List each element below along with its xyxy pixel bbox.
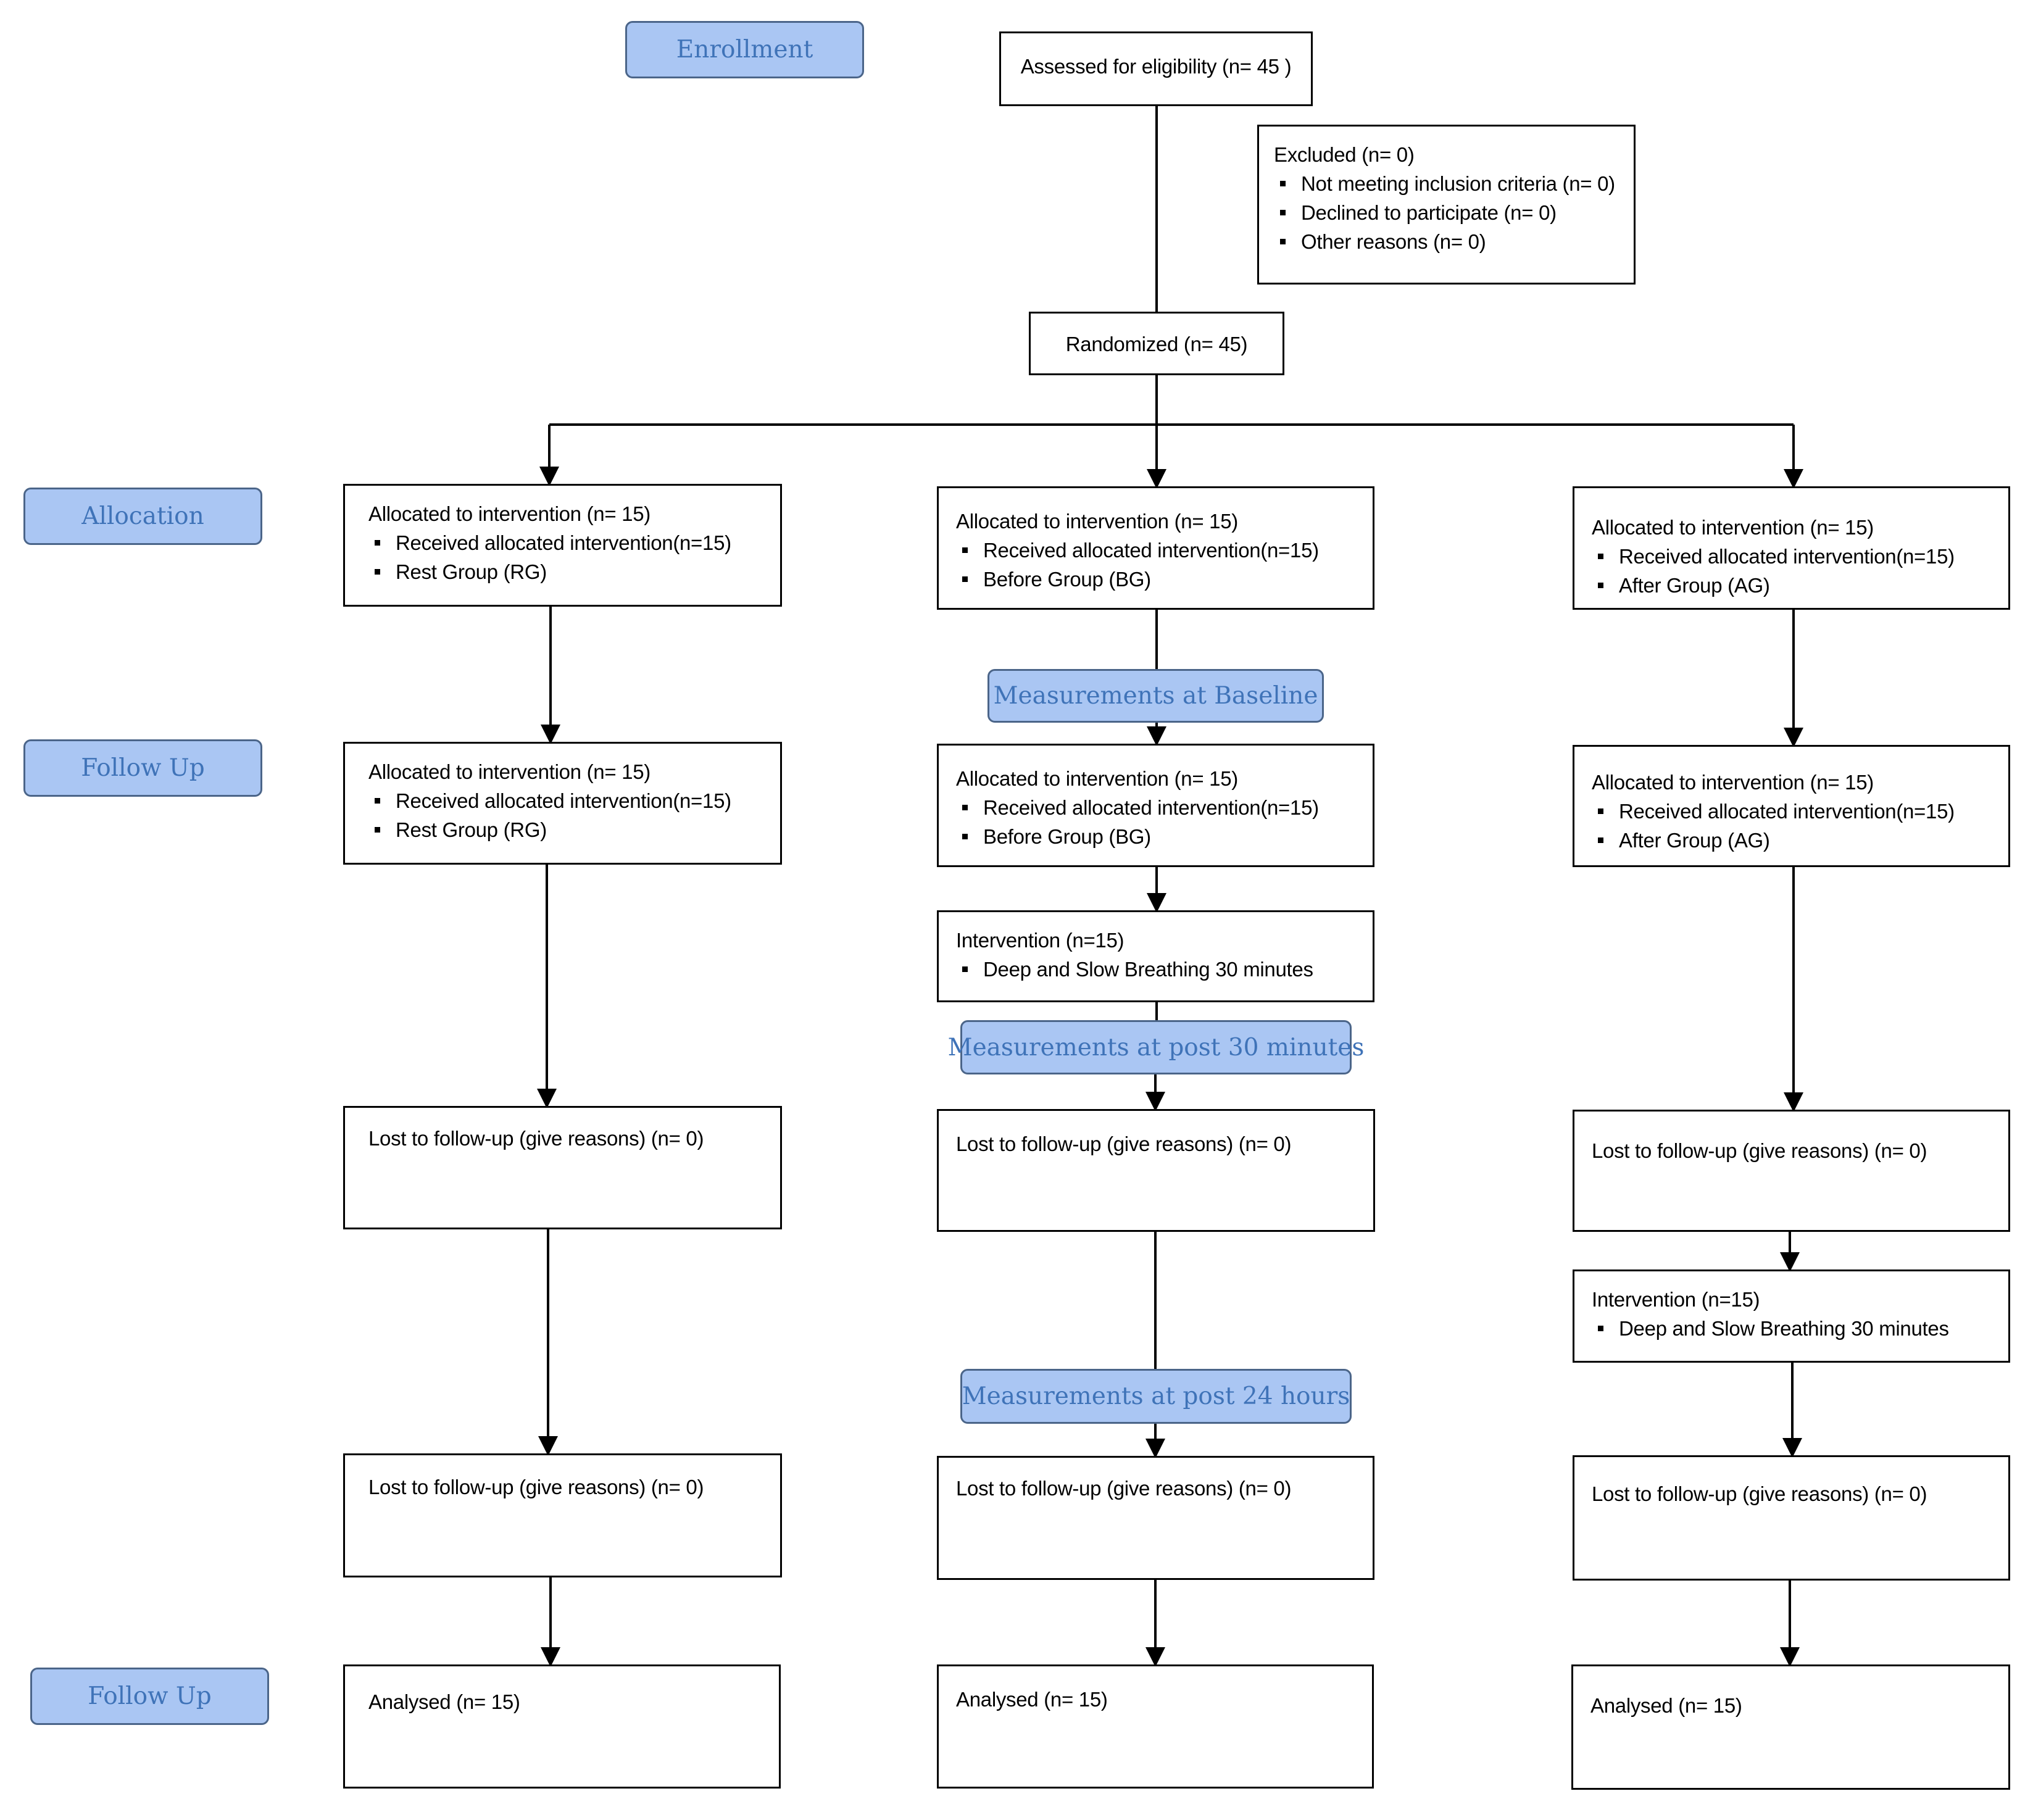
before-allocation-item: Received allocated intervention(n=15) <box>956 536 1355 565</box>
baseline-measurement-label: Measurements at Baseline <box>987 669 1324 723</box>
after-followup-title: Allocated to intervention (n= 15) <box>1592 771 1874 794</box>
excluded-item: Declined to participate (n= 0) <box>1274 198 1619 227</box>
before-followup-item: Received allocated intervention(n=15) <box>956 793 1355 822</box>
rest-allocation-title: Allocated to intervention (n= 15) <box>368 502 651 525</box>
randomized-box: Randomized (n= 45) <box>1029 312 1284 375</box>
rest-allocation-box: Allocated to intervention (n= 15) Receiv… <box>343 484 782 607</box>
rest-analysed-text: Analysed (n= 15) <box>368 1690 520 1713</box>
after-analysed-box: Analysed (n= 15) <box>1571 1664 2010 1790</box>
before-followup-title: Allocated to intervention (n= 15) <box>956 767 1238 790</box>
before-followup-box: Allocated to intervention (n= 15) Receiv… <box>937 744 1374 867</box>
rest-followup-item: Received allocated intervention(n=15) <box>368 786 757 815</box>
after-followup-box: Allocated to intervention (n= 15) Receiv… <box>1573 745 2010 867</box>
after-lost-followup-text-1: Lost to follow-up (give reasons) (n= 0) <box>1592 1139 1927 1162</box>
after-lost-followup-text-2: Lost to follow-up (give reasons) (n= 0) <box>1592 1482 1927 1505</box>
allocation-label: Allocation <box>23 488 262 545</box>
rest-lost-followup-box-1: Lost to follow-up (give reasons) (n= 0) <box>343 1106 782 1229</box>
after-followup-item: Received allocated intervention(n=15) <box>1592 797 1991 826</box>
rest-lost-followup-box-2: Lost to follow-up (give reasons) (n= 0) <box>343 1453 782 1577</box>
before-allocation-item: Before Group (BG) <box>956 565 1355 594</box>
rest-followup-title: Allocated to intervention (n= 15) <box>368 760 651 783</box>
before-followup-item: Before Group (BG) <box>956 822 1355 851</box>
follow-up-label-1: Follow Up <box>23 739 262 797</box>
assessed-box: Assessed for eligibility (n= 45 ) <box>999 31 1313 106</box>
excluded-item: Other reasons (n= 0) <box>1274 227 1619 256</box>
before-lost-followup-box-1: Lost to follow-up (give reasons) (n= 0) <box>937 1109 1375 1232</box>
rest-analysed-box: Analysed (n= 15) <box>343 1664 781 1789</box>
after-followup-item: After Group (AG) <box>1592 826 1991 855</box>
before-analysed-text: Analysed (n= 15) <box>956 1688 1108 1711</box>
excluded-item: Not meeting inclusion criteria (n= 0) <box>1274 169 1619 198</box>
before-allocation-title: Allocated to intervention (n= 15) <box>956 510 1238 533</box>
before-lost-followup-text-1: Lost to follow-up (give reasons) (n= 0) <box>956 1132 1292 1155</box>
rest-allocation-item: Received allocated intervention(n=15) <box>368 528 757 557</box>
after-analysed-text: Analysed (n= 15) <box>1590 1694 1742 1717</box>
enrollment-label: Enrollment <box>625 21 864 78</box>
post-24-hours-label: Measurements at post 24 hours <box>960 1369 1352 1424</box>
before-intervention-item: Deep and Slow Breathing 30 minutes <box>956 955 1355 984</box>
after-allocation-item: Received allocated intervention(n=15) <box>1592 542 1991 571</box>
before-allocation-box: Allocated to intervention (n= 15) Receiv… <box>937 486 1374 610</box>
excluded-title: Excluded (n= 0) <box>1274 143 1415 166</box>
rest-lost-followup-text-2: Lost to follow-up (give reasons) (n= 0) <box>368 1476 704 1498</box>
before-intervention-box: Intervention (n=15) Deep and Slow Breath… <box>937 910 1374 1002</box>
rest-lost-followup-text-1: Lost to follow-up (give reasons) (n= 0) <box>368 1127 704 1150</box>
assessed-text: Assessed for eligibility (n= 45 ) <box>1020 55 1292 78</box>
randomized-text: Randomized (n= 45) <box>1065 333 1248 355</box>
after-lost-followup-box-2: Lost to follow-up (give reasons) (n= 0) <box>1573 1455 2010 1581</box>
excluded-box: Excluded (n= 0) Not meeting inclusion cr… <box>1257 125 1636 285</box>
after-intervention-title: Intervention (n=15) <box>1592 1288 1760 1311</box>
after-intervention-item: Deep and Slow Breathing 30 minutes <box>1592 1314 1991 1343</box>
rest-followup-item: Rest Group (RG) <box>368 815 757 844</box>
rest-followup-box: Allocated to intervention (n= 15) Receiv… <box>343 742 782 865</box>
rest-allocation-item: Rest Group (RG) <box>368 557 757 586</box>
follow-up-label-2: Follow Up <box>30 1668 269 1725</box>
before-analysed-box: Analysed (n= 15) <box>937 1664 1374 1789</box>
after-allocation-title: Allocated to intervention (n= 15) <box>1592 516 1874 539</box>
post-30-minutes-label: Measurements at post 30 minutes <box>948 1020 1364 1074</box>
after-lost-followup-box-1: Lost to follow-up (give reasons) (n= 0) <box>1573 1110 2010 1232</box>
before-lost-followup-box-2: Lost to follow-up (give reasons) (n= 0) <box>937 1456 1374 1580</box>
after-allocation-item: After Group (AG) <box>1592 571 1991 600</box>
before-intervention-title: Intervention (n=15) <box>956 929 1125 952</box>
after-intervention-box: Intervention (n=15) Deep and Slow Breath… <box>1573 1269 2010 1363</box>
after-allocation-box: Allocated to intervention (n= 15) Receiv… <box>1573 486 2010 610</box>
before-lost-followup-text-2: Lost to follow-up (give reasons) (n= 0) <box>956 1477 1292 1500</box>
